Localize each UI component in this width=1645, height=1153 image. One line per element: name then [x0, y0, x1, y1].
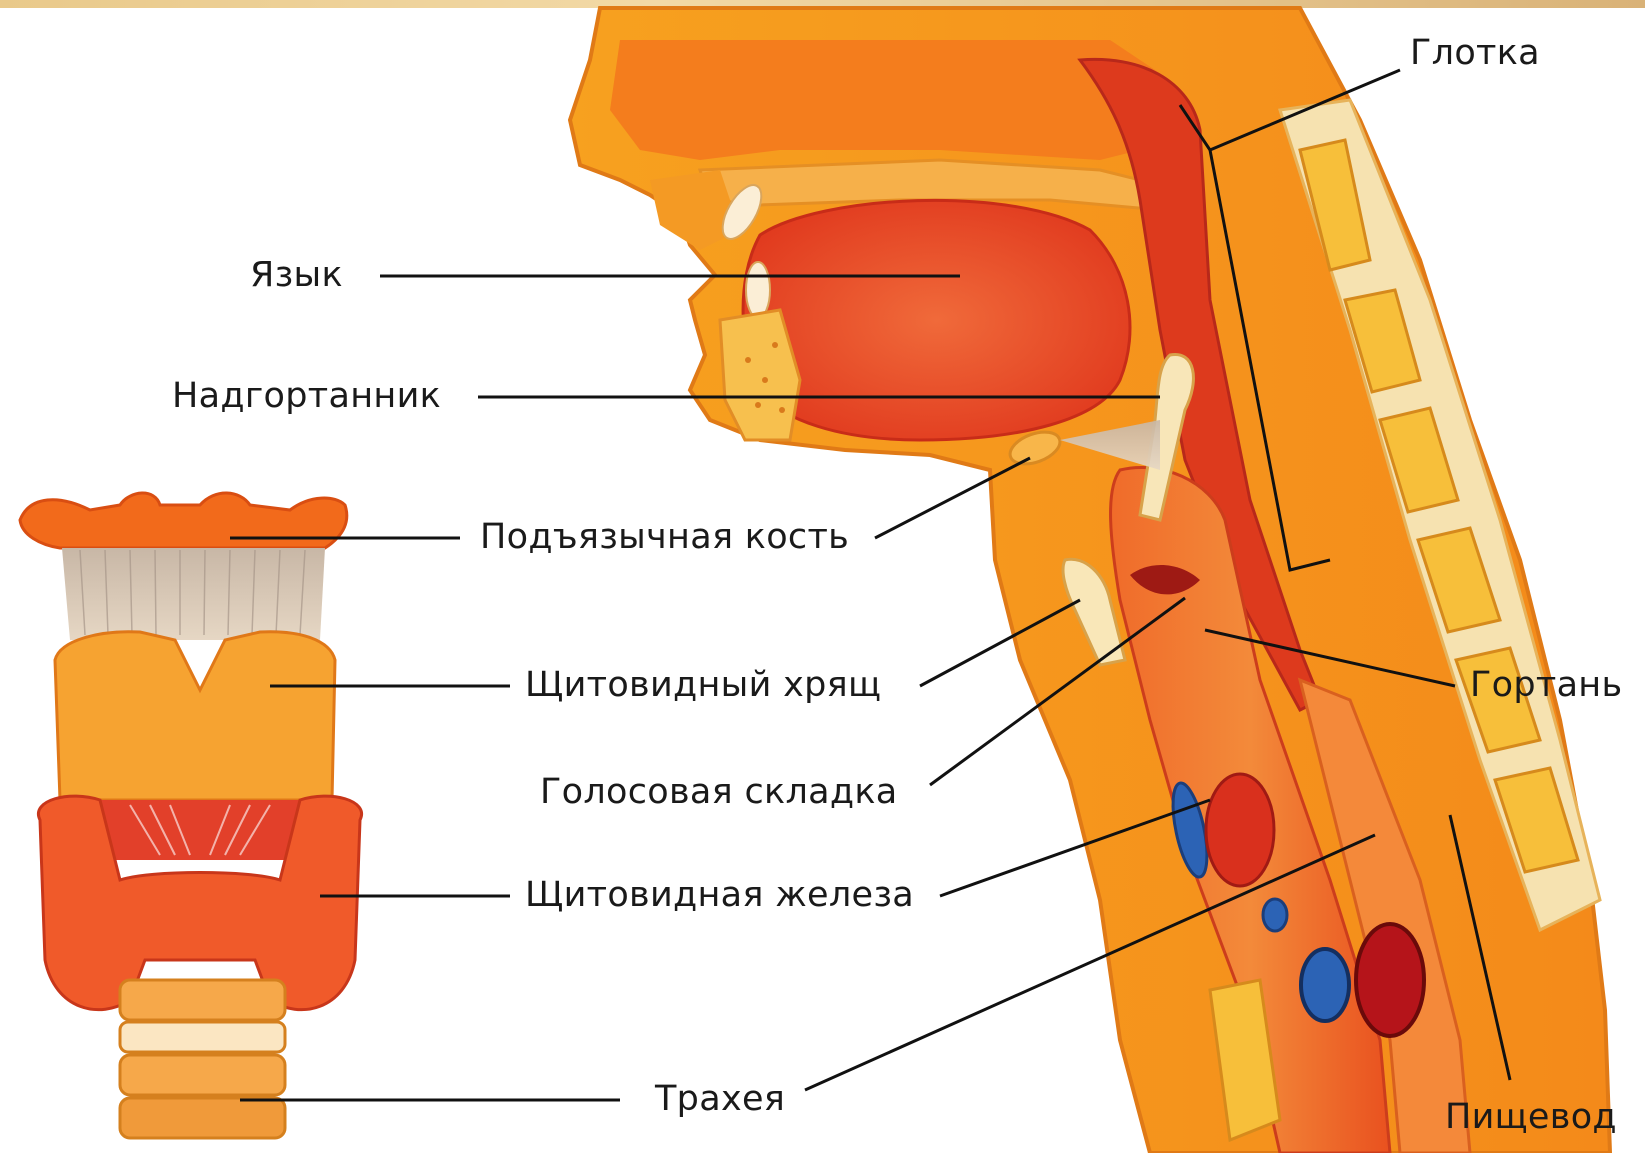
label-trakheya: Трахея	[655, 1082, 785, 1117]
cricothyroid-muscle	[100, 800, 300, 860]
label-pishchevod: Пищевод	[1445, 1100, 1617, 1135]
label-shchitovidnaya-zheleza: Щитовидная железа	[525, 878, 914, 913]
label-golosovaya-skladka: Голосовая складка	[540, 775, 898, 810]
front-trachea	[120, 980, 285, 1138]
lower-tooth	[746, 262, 770, 318]
tongue-shape	[743, 200, 1130, 440]
label-nadgortannik: Надгортанник	[172, 379, 441, 414]
label-yazyk: Язык	[250, 258, 343, 293]
large-vein	[1301, 949, 1349, 1021]
label-glotka: Глотка	[1410, 36, 1540, 71]
front-membrane	[62, 548, 325, 640]
label-gortan: Гортань	[1470, 668, 1622, 703]
carotid-artery	[1206, 774, 1274, 886]
larynx-front-view	[20, 493, 362, 1138]
small-vein	[1263, 899, 1287, 931]
front-hyoid	[20, 493, 347, 548]
front-thyroid-cartilage	[55, 632, 335, 800]
label-podyazychnaya-kost: Подъязычная кость	[480, 520, 849, 555]
label-shchitovidny-khryashch: Щитовидный хрящ	[525, 668, 881, 703]
large-artery	[1356, 924, 1424, 1036]
head-section	[570, 8, 1610, 1153]
